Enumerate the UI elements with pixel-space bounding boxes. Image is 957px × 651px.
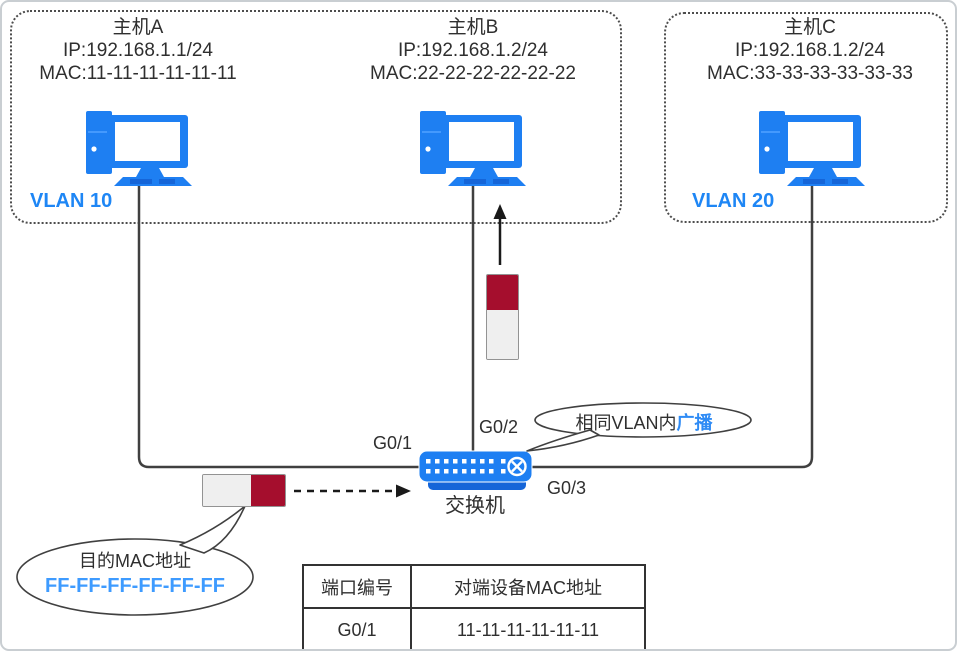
- frame-forward-arrow: [294, 484, 411, 498]
- host-b-name: 主机B: [447, 17, 499, 38]
- switch-icon: [418, 450, 533, 490]
- port-label-g0-1: G0/1: [372, 433, 412, 453]
- vlan10-group-box: [10, 10, 622, 224]
- pc-icon-host-b: [420, 111, 526, 186]
- table-cell-mac: 11-11-11-11-11-11: [411, 608, 645, 649]
- bubble-right-black: 相同VLAN内: [575, 413, 677, 433]
- host-c-mac: MAC:33-33-33-33-33-33: [707, 63, 913, 84]
- port-label-g0-2: G0/2: [479, 417, 519, 437]
- vlan-10-label: VLAN 10: [30, 190, 113, 212]
- host-c-info: 主机C IP:192.168.1.2/24 MAC:33-33-33-33-33…: [670, 16, 950, 85]
- host-b-info: 主机B IP:192.168.1.2/24 MAC:22-22-22-22-22…: [333, 16, 613, 85]
- bubble-right-text: 相同VLAN内广播: [534, 409, 754, 435]
- frame-packet-vertical: [486, 274, 519, 360]
- speech-bubble-right: [526, 402, 752, 452]
- link-hostc-switch: [529, 184, 814, 469]
- speech-bubble-left: [16, 505, 254, 616]
- host-a-ip: IP:192.168.1.1/24: [62, 40, 213, 61]
- frame-body: [203, 475, 251, 506]
- host-b-ip: IP:192.168.1.2/24: [397, 40, 548, 61]
- pc-icon-host-c: [759, 111, 865, 186]
- switch-label: 交换机: [445, 495, 505, 517]
- host-c-ip: IP:192.168.1.2/24: [734, 40, 885, 61]
- port-label-g0-3: G0/3: [547, 478, 587, 498]
- table-header-mac: 对端设备MAC地址: [411, 565, 645, 608]
- frame-header: [487, 275, 518, 310]
- vlan-20-label: VLAN 20: [692, 190, 775, 212]
- host-a-mac: MAC:11-11-11-11-11-11: [39, 63, 237, 84]
- link-hosta-switch: [137, 184, 422, 469]
- frame-body: [487, 310, 518, 359]
- bubble-right-blue: 广播: [676, 413, 713, 433]
- pc-icon-host-a: [86, 111, 192, 186]
- host-a-info: 主机A IP:192.168.1.1/24 MAC:11-11-11-11-11…: [2, 16, 274, 85]
- mac-address-table: 端口编号 对端设备MAC地址 G0/1 11-11-11-11-11-11: [302, 564, 646, 649]
- host-a-name: 主机A: [112, 17, 164, 38]
- broadcast-up-arrow: [493, 204, 507, 265]
- table-cell-port: G0/1: [303, 608, 411, 649]
- bubble-left-mac: FF-FF-FF-FF-FF-FF: [45, 575, 225, 597]
- frame-header: [251, 475, 285, 506]
- bubble-left-title: 目的MAC地址: [79, 551, 191, 571]
- table-header-port: 端口编号: [303, 565, 411, 608]
- host-c-name: 主机C: [784, 17, 836, 38]
- host-b-mac: MAC:22-22-22-22-22-22: [370, 63, 576, 84]
- vlan20-group-box: [664, 12, 948, 223]
- frame-packet-horizontal: [202, 474, 286, 507]
